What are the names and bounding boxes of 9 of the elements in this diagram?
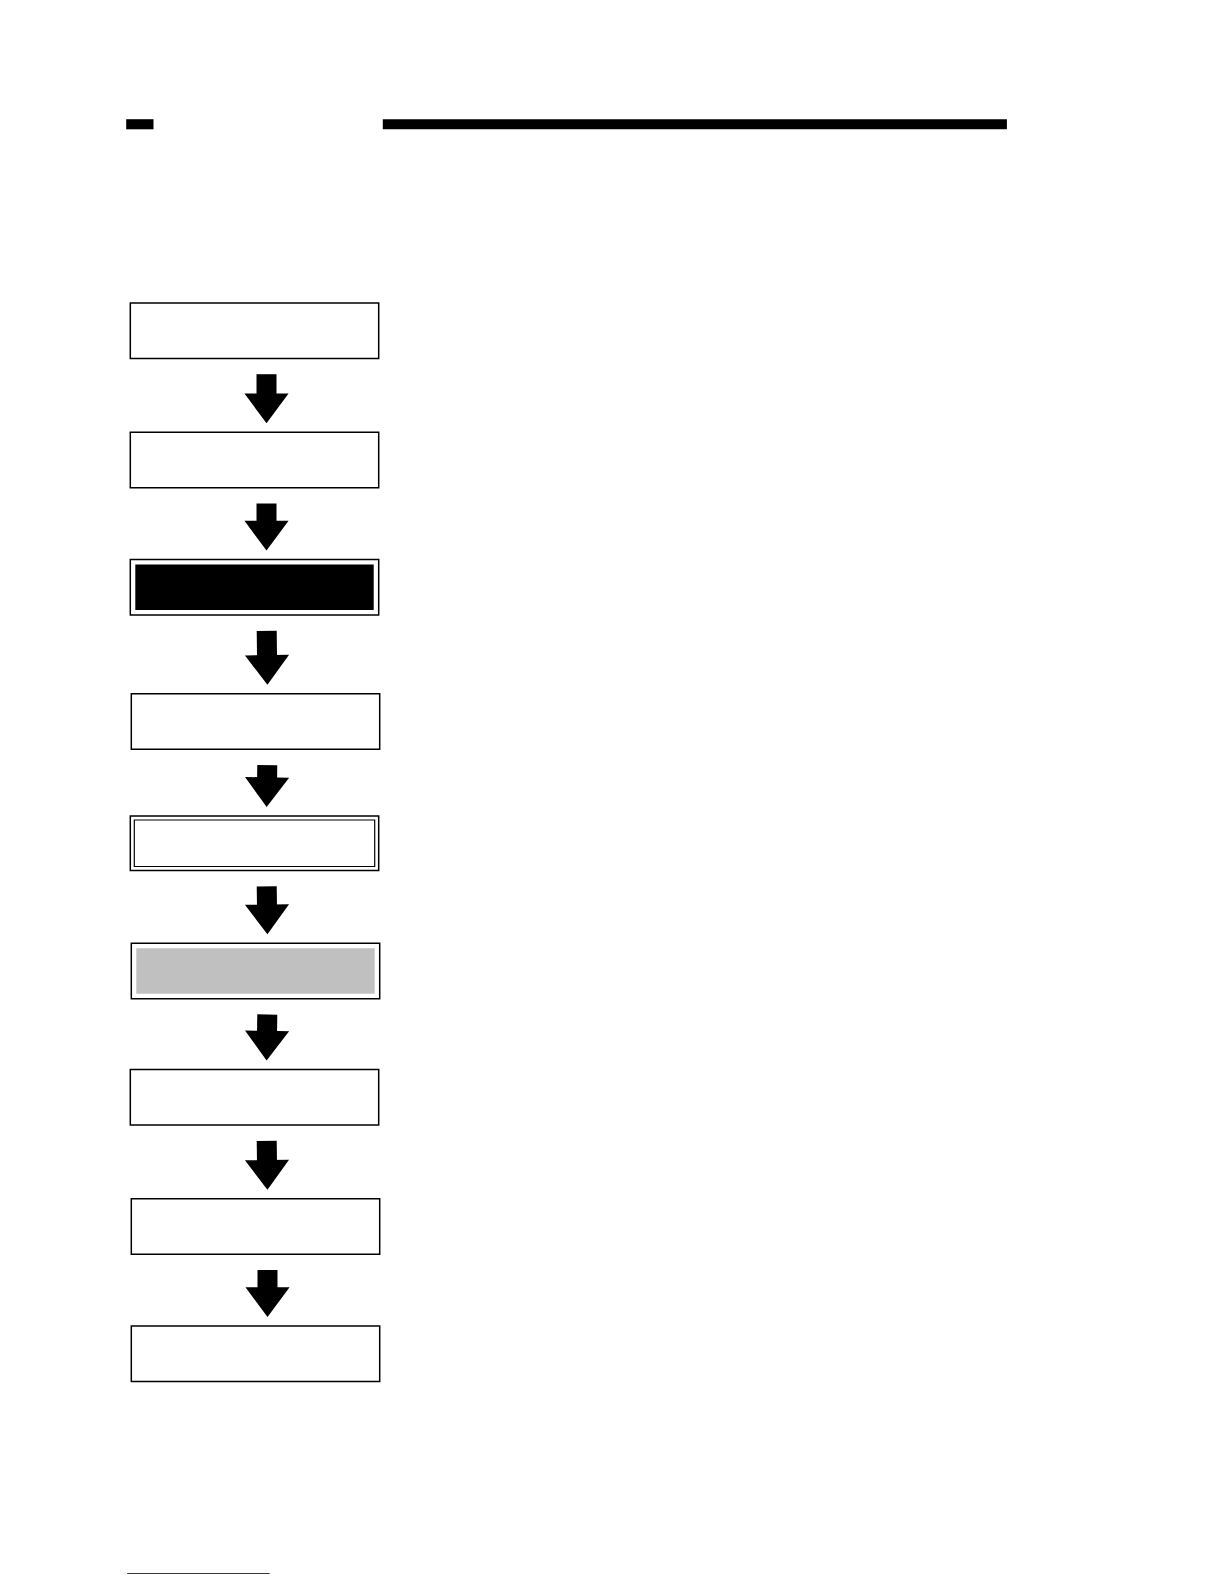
step-box <box>129 815 380 872</box>
step-box <box>130 1325 381 1383</box>
step-box <box>129 1068 380 1126</box>
step-box <box>130 942 381 1000</box>
step-box <box>130 693 381 751</box>
step-box <box>129 431 380 489</box>
step-box <box>129 302 380 360</box>
step-box <box>129 558 380 616</box>
step-box <box>130 1198 381 1255</box>
